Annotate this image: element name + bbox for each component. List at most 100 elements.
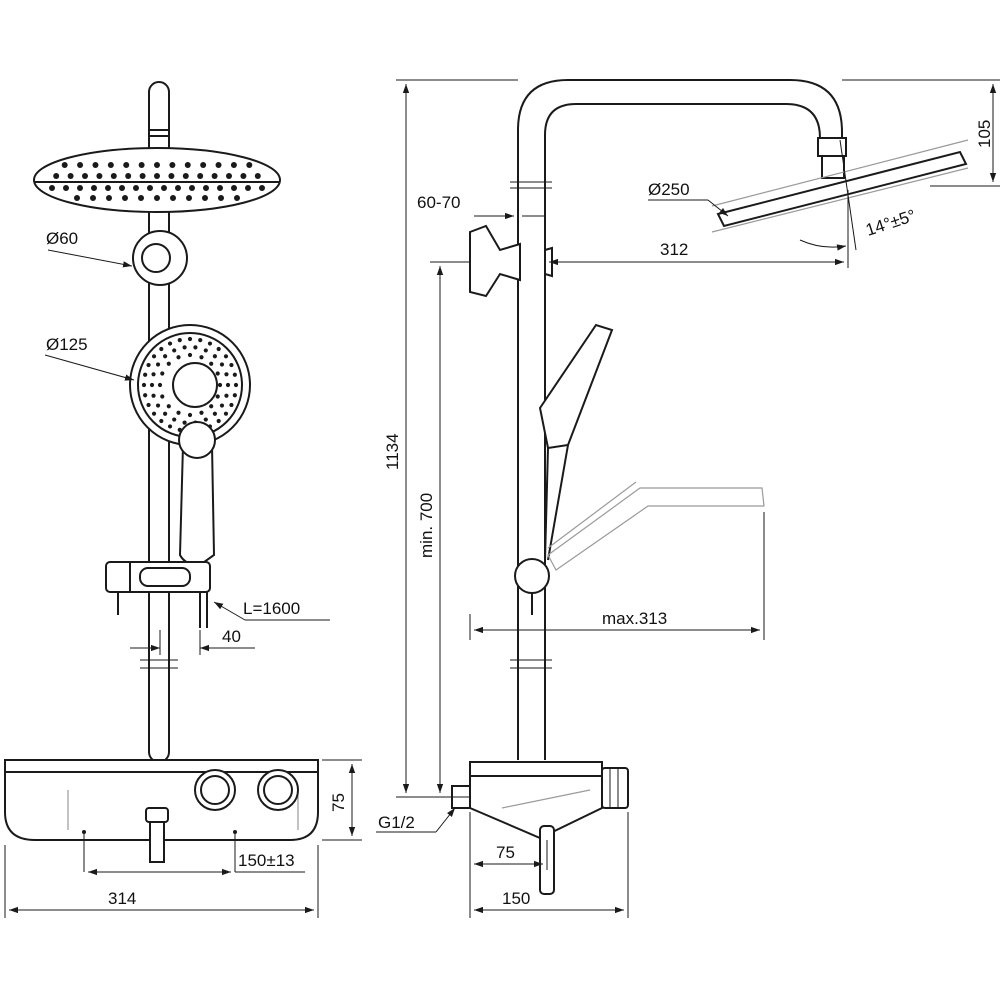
bath-spout xyxy=(145,807,169,823)
nozzle-dot xyxy=(245,185,251,191)
nozzle-dot xyxy=(157,382,163,388)
dim-total-height-label: 1134 xyxy=(383,433,402,470)
nozzle-dot xyxy=(169,162,176,168)
side-thermostat-body xyxy=(469,761,603,840)
nozzle-dot xyxy=(154,162,160,168)
nozzle-dot xyxy=(133,185,139,191)
nozzle-dot xyxy=(138,162,145,168)
nozzle-dot xyxy=(223,411,229,416)
nozzle-dot xyxy=(219,403,225,408)
nozzle-dot xyxy=(138,195,144,201)
side-view: 1134 min. 700 105 60-70 312 Ø250 14°±5° … xyxy=(376,79,1000,918)
hand-shower-docked xyxy=(538,323,614,450)
nozzle-dot xyxy=(106,195,112,201)
nozzle-dot xyxy=(141,382,147,388)
nozzle-dot xyxy=(119,185,125,191)
nozzle-dot xyxy=(232,393,237,398)
inlet-pipe xyxy=(149,821,165,863)
nozzle-dot xyxy=(259,185,265,191)
nozzle-dot xyxy=(172,417,177,422)
dim-total-width-label: 314 xyxy=(108,889,136,908)
nozzle-dot xyxy=(216,418,221,424)
nozzle-dot xyxy=(154,173,160,179)
nozzle-dot xyxy=(163,354,168,359)
hand-shower-extended-ghost xyxy=(547,487,765,571)
nozzle-dot xyxy=(231,185,237,191)
hand-shower-centre xyxy=(172,362,218,408)
nozzle-dot xyxy=(163,411,168,416)
nozzle-dot xyxy=(67,173,74,179)
nozzle-dot xyxy=(182,420,187,425)
nozzle-dot xyxy=(146,402,151,408)
hand-shower-handle xyxy=(178,444,216,567)
nozzle-dot xyxy=(160,371,165,376)
nozzle-dot xyxy=(110,173,117,179)
nozzle-dot xyxy=(161,185,167,191)
nozzle-dot xyxy=(240,173,247,179)
nozzle-dot xyxy=(139,173,146,179)
dim-handshower-label: Ø125 xyxy=(46,335,88,354)
nozzle-dot xyxy=(200,162,207,168)
nozzle-dot xyxy=(143,372,148,377)
nozzle-dot xyxy=(96,173,103,179)
nozzle-dot xyxy=(234,195,240,201)
riser-arm-outer xyxy=(517,79,843,760)
nozzle-dot xyxy=(209,404,214,409)
dim-hose-length-label: L=1600 xyxy=(243,599,300,618)
nozzle-dot xyxy=(167,341,173,346)
dim-outlet-spacing-label: 150±13 xyxy=(238,851,295,870)
dim-head-diameter-label: Ø60 xyxy=(46,229,78,248)
nozzle-dot xyxy=(189,185,195,191)
dim-holder-offset-label: 40 xyxy=(222,627,241,646)
dim-tilt-label: 14°±5° xyxy=(863,206,918,240)
nozzle-dot xyxy=(224,372,229,377)
nozzle-dot xyxy=(217,185,223,191)
nozzle-dot xyxy=(107,162,114,168)
nozzle-dot xyxy=(199,410,204,415)
nozzle-dot xyxy=(155,362,161,367)
nozzle-dot xyxy=(77,185,83,191)
nozzle-dot xyxy=(254,173,261,179)
nozzle-dot xyxy=(154,195,160,201)
dim-thread-label: G1/2 xyxy=(378,813,415,832)
nozzle-dot xyxy=(218,195,224,201)
nozzle-dot xyxy=(151,411,157,416)
overhead-shower-head xyxy=(33,147,281,213)
nozzle-dot xyxy=(211,173,218,179)
dim-body-depth-label: 150 xyxy=(502,889,530,908)
nozzle-dot xyxy=(177,338,182,343)
nozzle-dot xyxy=(170,195,176,201)
nozzle-dot xyxy=(225,382,231,388)
nozzle-dot xyxy=(223,354,229,359)
nozzle-dot xyxy=(166,361,171,366)
nozzle-dot xyxy=(212,411,217,416)
nozzle-dot xyxy=(159,346,164,352)
nozzle-dot xyxy=(175,185,181,191)
dim-max-reach-label: max.313 xyxy=(602,609,667,628)
nozzle-dot xyxy=(155,403,161,408)
nozzle-dot xyxy=(149,382,155,388)
nozzle-dot xyxy=(143,393,148,398)
nozzle-dot xyxy=(217,382,223,388)
hand-shower-nozzle-dots xyxy=(141,336,239,434)
nozzle-dot xyxy=(92,162,99,168)
nozzle-dot xyxy=(199,355,204,360)
nozzle-dot xyxy=(246,162,253,168)
nozzle-dot xyxy=(232,372,237,377)
nozzle-dot xyxy=(233,382,239,388)
nozzle-dot xyxy=(229,402,234,408)
nozzle-dot xyxy=(63,185,69,191)
nozzle-dot xyxy=(212,354,217,359)
side-wall-bracket xyxy=(469,224,521,298)
dim-arm-reach-label: 312 xyxy=(660,240,688,259)
side-holder-ball xyxy=(514,558,550,594)
side-thermostat-knob[interactable] xyxy=(601,767,629,809)
nozzle-dot xyxy=(151,372,156,377)
nozzle-dot xyxy=(198,338,203,343)
dim-centre-depth-label: 75 xyxy=(496,843,515,862)
nozzle-dot xyxy=(215,371,220,376)
nozzle-dot xyxy=(123,162,130,168)
nozzle-dot xyxy=(215,162,222,168)
nozzle-dot xyxy=(202,195,208,201)
